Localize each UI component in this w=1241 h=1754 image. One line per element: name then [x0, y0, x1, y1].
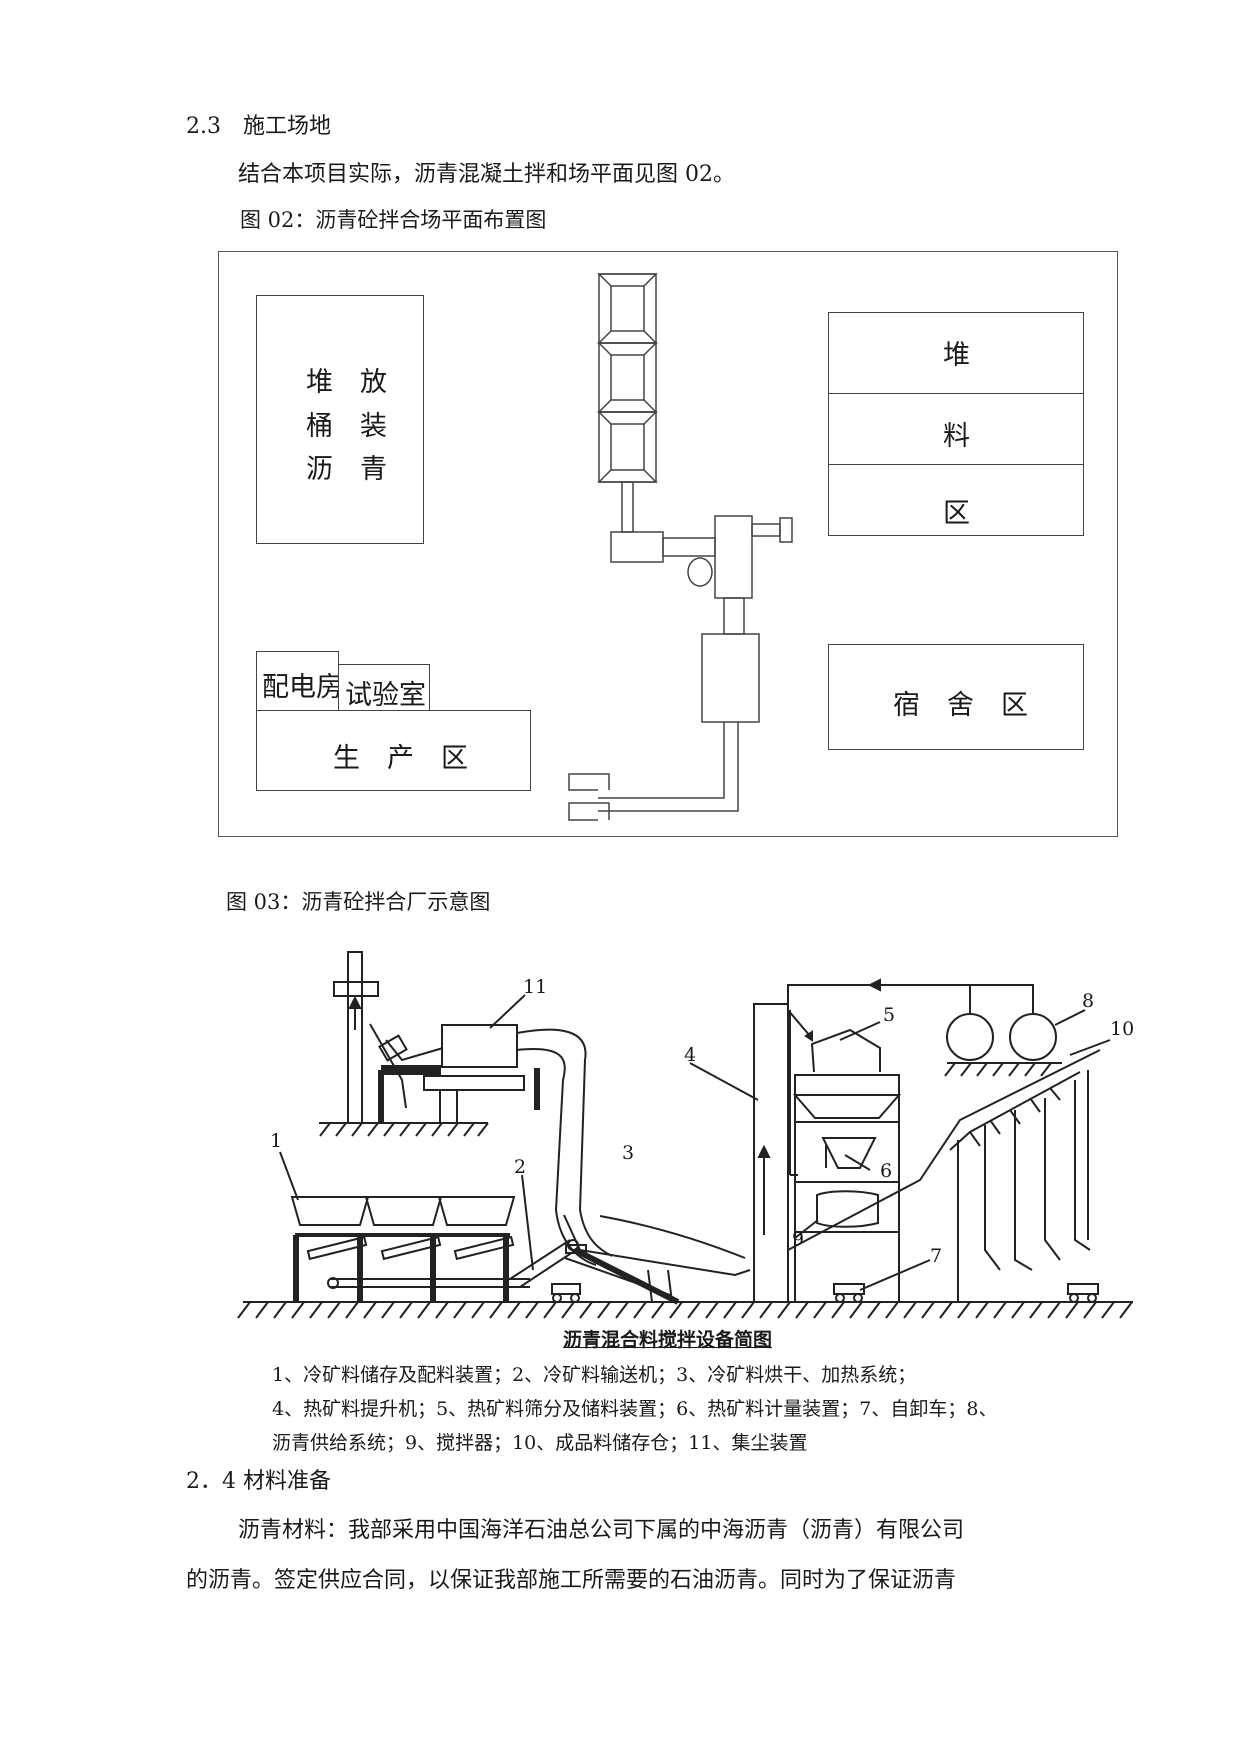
asphalt-storage-zone	[256, 295, 424, 544]
diagram-label-1: 1	[270, 1130, 283, 1152]
stockpile-label-1: 堆	[943, 340, 970, 371]
intro-paragraph: 结合本项目实际，沥青混凝土拌和场平面见图 02。	[238, 162, 735, 187]
asphalt-storage-label-3: 沥 青	[306, 454, 387, 485]
diagram-label-5: 5	[883, 1004, 896, 1026]
materials-paragraph-line-1: 沥青材料：我部采用中国海洋石油总公司下属的中海沥青（沥青）有限公司	[238, 1518, 965, 1543]
diagram-title: 沥青混合料搅拌设备简图	[563, 1329, 773, 1351]
asphalt-storage-label-2: 桶 装	[306, 411, 387, 442]
production-label: 生 产 区	[333, 743, 468, 774]
figure-02-caption: 图 02：沥青砼拌合场平面布置图	[240, 208, 547, 232]
diagram-label-4: 4	[684, 1044, 697, 1066]
diagram-label-3: 3	[622, 1142, 635, 1164]
diagram-label-10: 10	[1110, 1018, 1135, 1040]
materials-paragraph-line-2: 的沥青。签定供应合同，以保证我部施工所需要的石油沥青。同时为了保证沥青	[186, 1568, 957, 1593]
power-room-zone	[256, 651, 339, 712]
figure-03-caption: 图 03：沥青砼拌合厂示意图	[226, 890, 491, 914]
legend-line-3: 沥青供给系统；9、搅拌器；10、成品料储存仓；11、集尘装置	[272, 1432, 808, 1454]
layout-plan-figure	[218, 251, 1118, 837]
dormitory-zone	[828, 644, 1084, 750]
lab-label: 试验室	[345, 680, 426, 711]
section-heading-2-3: 2.3 施工场地	[186, 114, 331, 139]
asphalt-storage-label-1: 堆 放	[306, 367, 387, 398]
legend-line-1: 1、冷矿料储存及配料装置；2、冷矿料输送机；3、冷矿料烘干、加热系统；	[272, 1364, 917, 1386]
diagram-label-6: 6	[880, 1160, 893, 1182]
diagram-label-7: 7	[930, 1245, 943, 1267]
stockpile-zone-middle	[828, 393, 1084, 465]
stockpile-label-3: 区	[943, 498, 970, 529]
power-room-label: 配电房	[262, 672, 343, 703]
diagram-label-2: 2	[514, 1156, 527, 1178]
dormitory-label: 宿 舍 区	[893, 690, 1028, 721]
section-heading-2-4: 2．4 材料准备	[186, 1469, 331, 1494]
stockpile-zone-top	[828, 312, 1084, 394]
diagram-label-8: 8	[1082, 990, 1095, 1012]
legend-line-2: 4、热矿料提升机；5、热矿料筛分及储料装置；6、热矿料计量装置；7、自卸车；8、	[272, 1398, 998, 1420]
production-zone	[256, 710, 531, 791]
stockpile-label-2: 料	[943, 421, 970, 452]
stockpile-zone-bottom	[828, 464, 1084, 536]
diagram-label-9: 9	[792, 1228, 805, 1250]
diagram-label-11: 11	[523, 976, 548, 998]
